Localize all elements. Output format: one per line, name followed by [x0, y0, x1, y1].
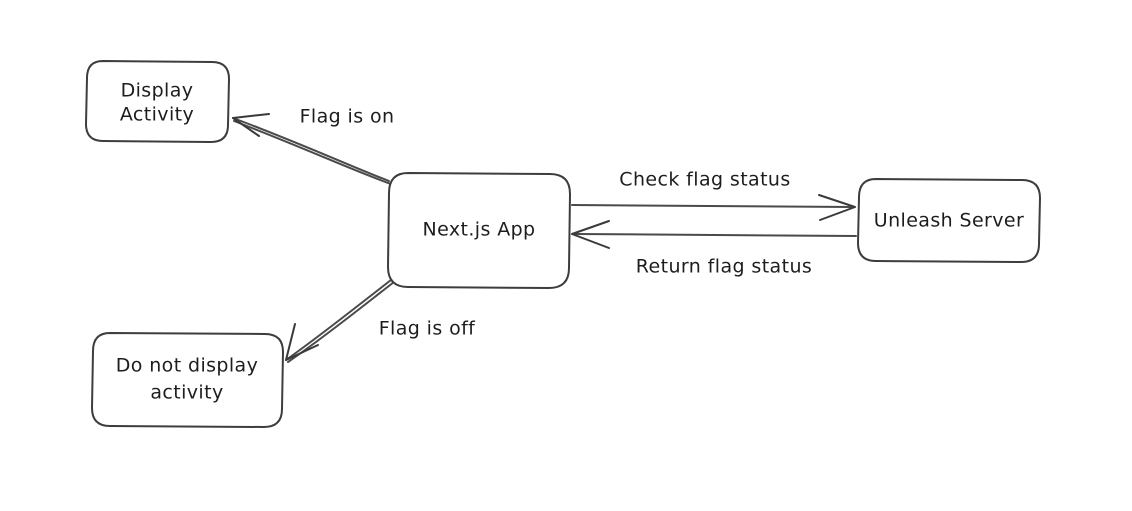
edge-flag-is-off-label: Flag is off	[379, 318, 476, 340]
node-display-activity[interactable]: Display Activity	[85, 60, 230, 143]
edge-check-flag-status: Check flag status	[571, 169, 856, 221]
edge-flag-is-on-arrowhead	[232, 113, 270, 137]
edge-flag-is-on-label: Flag is on	[300, 106, 395, 128]
node-do-not-display-activity-label-line2: activity	[150, 382, 223, 404]
node-unleash-server-shape	[857, 178, 1041, 263]
edge-flag-is-off: Flag is off	[285, 279, 476, 363]
edge-return-flag-status-arrowhead	[571, 220, 610, 249]
edge-flag-is-on: Flag is on	[232, 106, 395, 185]
edge-return-flag-status-line	[575, 233, 857, 237]
node-nextjs-app-label-line1: Next.js App	[422, 219, 535, 241]
node-do-not-display-activity[interactable]: Do not display activity	[91, 332, 284, 428]
node-do-not-display-activity-label-line1: Do not display	[116, 355, 259, 377]
edge-check-flag-status-label: Check flag status	[619, 169, 790, 191]
node-display-activity-label-line2: Activity	[120, 104, 194, 126]
edge-flag-is-on-line	[232, 117, 390, 182]
node-display-activity-shape	[85, 60, 230, 143]
edge-return-flag-status-label: Return flag status	[636, 256, 812, 278]
node-unleash-server-label-line1: Unleash Server	[874, 210, 1024, 232]
node-nextjs-app-shape	[387, 172, 571, 289]
edge-check-flag-status-arrowhead	[818, 194, 856, 221]
node-nextjs-app[interactable]: Next.js App	[387, 172, 571, 289]
edge-check-flag-status-line	[571, 204, 853, 208]
edge-return-flag-status: Return flag status	[571, 220, 857, 278]
edge-flag-is-off-arrowhead	[285, 323, 319, 361]
edge-flag-is-off-line	[285, 279, 392, 361]
node-unleash-server[interactable]: Unleash Server	[857, 178, 1041, 263]
node-do-not-display-activity-shape	[91, 332, 284, 428]
edge-flag-is-on-line-secondary	[233, 120, 392, 185]
node-display-activity-label-line1: Display	[121, 80, 194, 102]
